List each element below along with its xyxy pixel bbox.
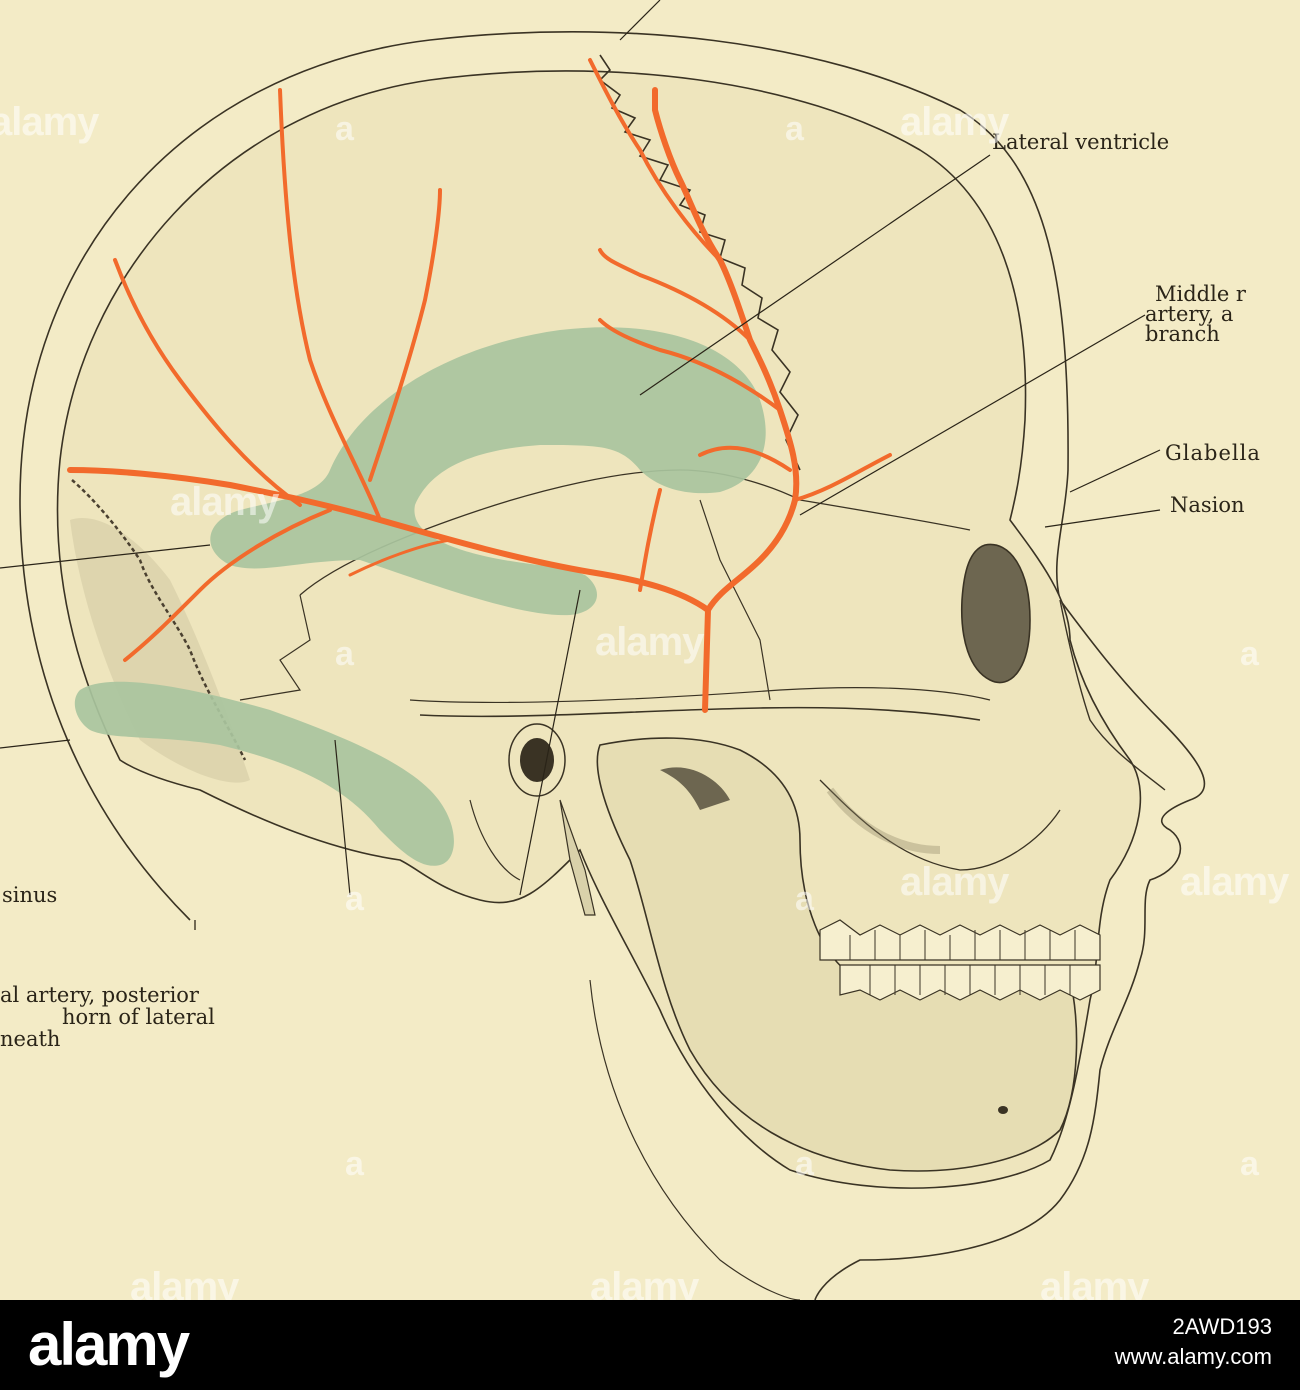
skull-outline [56, 70, 1142, 1189]
watermark: alamy [1180, 860, 1289, 904]
stock-url[interactable]: www.alamy.com [1114, 1344, 1272, 1369]
watermark-logo-icon: a [335, 635, 354, 673]
stock-info: 2AWD193 www.alamy.com [1115, 1312, 1272, 1372]
watermark: alamy [170, 480, 279, 524]
lateral-ventricle [210, 327, 766, 616]
watermark-logo-icon: a [785, 110, 804, 148]
label-middle-meningeal-1: Middle r [1155, 282, 1246, 306]
orbit [960, 543, 1031, 684]
nasal-bone [1059, 599, 1166, 791]
label-posterior-3: neath [0, 1027, 61, 1051]
watermark-logo-icon: a [345, 1145, 364, 1183]
label-middle-meningeal-3: branch [1145, 322, 1220, 346]
stock-footer: alamy 2AWD193 www.alamy.com [0, 1300, 1300, 1390]
watermark: alamy [130, 1265, 239, 1300]
label-glabella: Glabella [1165, 441, 1261, 465]
upper-teeth [819, 919, 1101, 961]
watermark: alamy [590, 1265, 699, 1300]
leader-lines [0, 0, 1161, 896]
watermark: alamy [900, 100, 1009, 144]
lambdoid-suture [71, 479, 247, 761]
watermark-logo-icon: a [795, 1145, 814, 1183]
middle-meningeal-artery [67, 58, 892, 713]
watermark-logo-icon: a [1240, 1145, 1259, 1183]
anatomical-plate: Lateral ventricle Middle r artery, a bra… [0, 0, 1290, 1300]
watermark-logo-icon: a [795, 880, 814, 918]
label-posterior-2: horn of lateral [62, 1005, 215, 1029]
alamy-logo: alamy [28, 1311, 190, 1378]
skull-diagram [0, 0, 1206, 1300]
external-acoustic-meatus [520, 738, 554, 782]
label-sinus: sinus [2, 883, 58, 907]
label-lateral-ventricle: Lateral ventricle [992, 130, 1170, 154]
watermark-logo-icon: a [1240, 635, 1259, 673]
label-nasion: Nasion [1170, 493, 1245, 517]
watermark: alamy [0, 100, 99, 144]
image-id: 2AWD193 [1172, 1314, 1272, 1339]
label-middle-meningeal-2: artery, a [1145, 302, 1234, 326]
label-posterior-1: al artery, posterior [0, 983, 199, 1007]
watermark-logo-icon: a [335, 110, 354, 148]
watermark-logo-icon: a [345, 880, 364, 918]
watermark: alamy [595, 620, 704, 664]
transverse-sinus [74, 681, 454, 866]
watermark: alamy [1040, 1265, 1149, 1300]
mandible [596, 737, 1078, 1172]
watermark: alamy [900, 860, 1009, 904]
